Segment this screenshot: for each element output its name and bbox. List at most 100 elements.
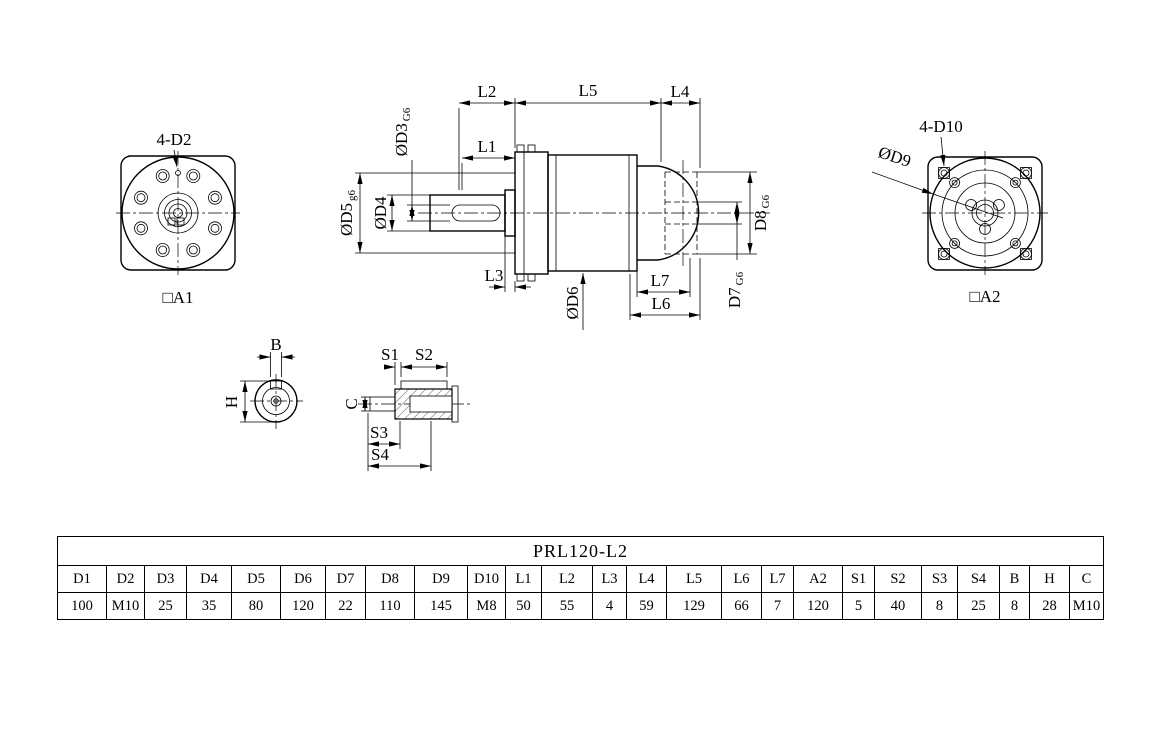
table-header-L7: L7 — [761, 565, 794, 593]
table-value-D9: 145 — [414, 592, 468, 620]
gear-housing — [547, 154, 638, 272]
dim-d7-label: D7G6 — [725, 271, 746, 308]
front-hole-leader — [172, 149, 178, 168]
front-view: 4-D2 □A1 — [116, 130, 240, 307]
keyway-slot — [270, 380, 282, 390]
drawing-views: 4-D2 □A1 — [116, 81, 1048, 471]
rear-corner-holes — [938, 167, 1032, 260]
rear-pilot-circle — [929, 157, 1041, 269]
table-value-L7: 7 — [761, 592, 794, 620]
dim-l3-label: L3 — [485, 266, 504, 285]
key-side-view: C S1 S2 S3 S4 — [342, 345, 470, 471]
table-header-D4: D4 — [186, 565, 232, 593]
table-header-H: H — [1029, 565, 1070, 593]
rear-view: 4-D10 ØD9 □A2 — [871, 117, 1048, 306]
dim-l1-label: L1 — [478, 137, 497, 156]
rear-hole-leader — [940, 136, 946, 167]
rear-hole-callout-label: 4-D10 — [919, 117, 962, 136]
table-value-A2: 120 — [793, 592, 843, 620]
table-value-D7: 22 — [325, 592, 366, 620]
table-value-D1: 100 — [57, 592, 107, 620]
shaft-bore-slot — [451, 204, 501, 222]
dim-c-label: C — [342, 398, 361, 409]
table-value-D10: M8 — [467, 592, 506, 620]
front-flange-size-label: □A1 — [162, 288, 193, 307]
dim-d9-label: ØD9 — [876, 143, 913, 171]
table-value-L3: 4 — [592, 592, 627, 620]
front-flange-outline — [120, 155, 236, 271]
rear-flange-outline — [927, 156, 1043, 271]
table-value-L5: 129 — [666, 592, 722, 620]
dim-d8-label: D8G6 — [751, 194, 772, 231]
front-bolt-holes — [134, 169, 222, 257]
table-header-B: B — [999, 565, 1030, 593]
section-view: L2 L5 L4 L1 ØD3G6 ØD4 ØD5g6 L3 ØD6 — [337, 81, 772, 330]
table-value-L4: 59 — [626, 592, 667, 620]
table-value-L1: 50 — [505, 592, 542, 620]
table-title: PRL120-L2 — [57, 536, 1104, 566]
table-header-D1: D1 — [57, 565, 107, 593]
table-value-S1: 5 — [842, 592, 875, 620]
front-pilot-circle — [121, 156, 235, 270]
table-value-D5: 80 — [231, 592, 281, 620]
table-header-D6: D6 — [280, 565, 326, 593]
dim-l6-label: L6 — [652, 294, 671, 313]
table-header-S1: S1 — [842, 565, 875, 593]
table-header-D8: D8 — [365, 565, 415, 593]
table-header-L4: L4 — [626, 565, 667, 593]
table-header-D10: D10 — [467, 565, 506, 593]
dim-s1-label: S1 — [381, 345, 399, 364]
table-value-D6: 120 — [280, 592, 326, 620]
dim-s3-label: S3 — [370, 423, 388, 442]
hidden-output-shaft — [664, 160, 698, 268]
table-header-D7: D7 — [325, 565, 366, 593]
table-header-S3: S3 — [921, 565, 958, 593]
table-header-L3: L3 — [592, 565, 627, 593]
dim-s2-label: S2 — [415, 345, 433, 364]
table-value-L2: 55 — [541, 592, 593, 620]
table-value-S4: 25 — [957, 592, 1000, 620]
table-value-B: 8 — [999, 592, 1030, 620]
table-header-L1: L1 — [505, 565, 542, 593]
table-header-C: C — [1069, 565, 1104, 593]
d9-leader — [871, 171, 934, 195]
table-value-D8: 110 — [365, 592, 415, 620]
table-header-S2: S2 — [874, 565, 922, 593]
table-value-S2: 40 — [874, 592, 922, 620]
dim-s4-label: S4 — [371, 445, 389, 464]
planet-gear-circles — [965, 199, 1005, 235]
dim-h-label: H — [222, 396, 241, 408]
dim-l5-label: L5 — [579, 81, 598, 100]
dim-b-label: B — [270, 335, 281, 354]
dim-l7-label: L7 — [651, 271, 670, 290]
table-value-L6: 66 — [721, 592, 762, 620]
table-header-S4: S4 — [957, 565, 1000, 593]
table-value-D2: M10 — [106, 592, 145, 620]
dim-l4-label: L4 — [671, 82, 690, 101]
table-value-D4: 35 — [186, 592, 232, 620]
dim-d6-label: ØD6 — [563, 286, 582, 319]
table-header-A2: A2 — [793, 565, 843, 593]
table-value-D3: 25 — [144, 592, 187, 620]
dim-d3-label: ØD3G6 — [392, 107, 413, 156]
rear-flange-size-label: □A2 — [969, 287, 1000, 306]
dim-d4-label: ØD4 — [371, 196, 390, 230]
table-header-L5: L5 — [666, 565, 722, 593]
table-header-D2: D2 — [106, 565, 145, 593]
front-hole-callout-label: 4-D2 — [157, 130, 192, 149]
table-title-row: PRL120-L2 — [57, 536, 1104, 566]
table-value-C: M10 — [1069, 592, 1104, 620]
table-header-D3: D3 — [144, 565, 187, 593]
dim-d5-label: ØD5g6 — [337, 189, 358, 236]
table-header-L6: L6 — [721, 565, 762, 593]
rear-bolt-holes — [949, 177, 1021, 249]
table-header-D9: D9 — [414, 565, 468, 593]
table-header-L2: L2 — [541, 565, 593, 593]
table-value-H: 28 — [1029, 592, 1070, 620]
table-header-D5: D5 — [231, 565, 281, 593]
key — [400, 380, 448, 390]
